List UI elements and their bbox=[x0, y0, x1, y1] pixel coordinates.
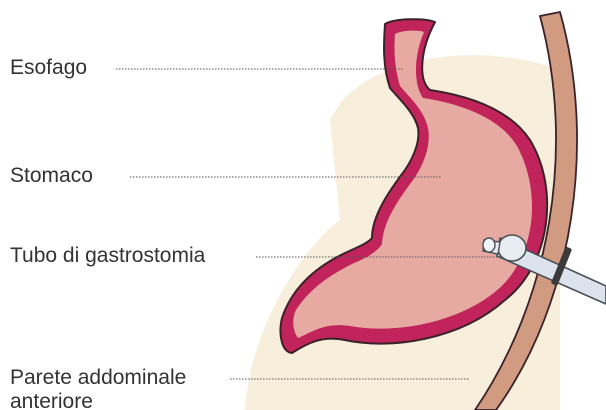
label-parete-line2: anteriore bbox=[10, 390, 186, 410]
tube-balloon bbox=[498, 235, 526, 261]
label-tubo-di-gastrostomia: Tubo di gastrostomia bbox=[10, 244, 205, 268]
label-stomaco: Stomaco bbox=[10, 164, 93, 188]
label-parete-addominale-anteriore: Parete addominale anteriore bbox=[10, 366, 186, 410]
tube-cap bbox=[483, 238, 495, 252]
label-parete-line1: Parete addominale bbox=[10, 366, 186, 390]
label-esofago: Esofago bbox=[10, 56, 87, 80]
